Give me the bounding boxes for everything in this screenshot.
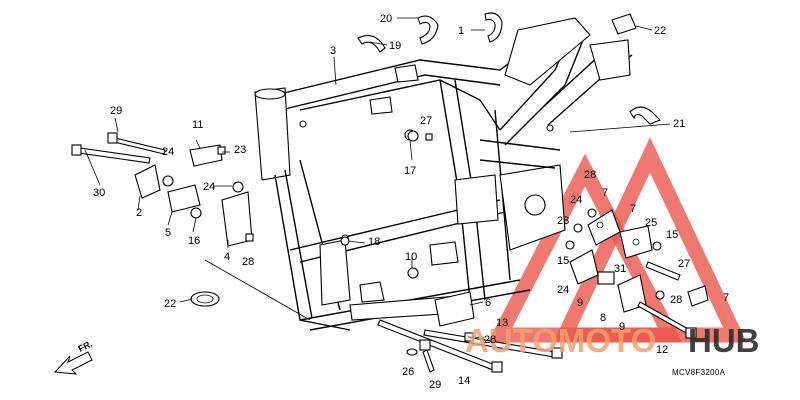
callout-5: 5 — [165, 227, 171, 239]
callout-2: 2 — [136, 207, 142, 219]
callout-9b: 9 — [619, 321, 625, 333]
callout-27b: 27 — [678, 258, 690, 270]
callout-11: 11 — [192, 119, 203, 131]
front-arrow-icon — [53, 351, 93, 375]
front-direction-label: FR. — [77, 339, 94, 354]
callout-20: 20 — [380, 13, 392, 25]
drawing-code: MCV8F3200A — [672, 368, 726, 377]
callout-26: 26 — [402, 366, 414, 378]
callout-6: 6 — [485, 297, 491, 309]
callout-7b: 7 — [630, 203, 636, 215]
callout-17: 17 — [404, 165, 416, 177]
callout-4: 4 — [224, 251, 230, 263]
watermark-text-hub: HUB — [688, 322, 760, 359]
callout-24c: 24 — [570, 194, 582, 206]
callout-28e: 28 — [242, 256, 254, 268]
callout-28c: 28 — [670, 294, 682, 306]
callout-14: 14 — [458, 375, 470, 387]
callout-29a: 29 — [110, 105, 122, 117]
top-clamps — [357, 12, 661, 142]
callout-28d: 28 — [484, 334, 496, 346]
callout-3: 3 — [330, 45, 336, 57]
watermark-text-automoto: AUTOMOTO — [465, 322, 656, 359]
callout-7c: 7 — [723, 292, 729, 304]
right-hardware — [565, 208, 709, 339]
callout-22a: 22 — [654, 25, 666, 37]
callout-27a: 27 — [420, 115, 432, 127]
callout-24d: 24 — [557, 284, 569, 296]
callout-7a: 7 — [602, 187, 608, 199]
callout-22b: 22 — [164, 298, 176, 310]
callout-1: 1 — [458, 25, 464, 37]
callout-24a: 24 — [162, 146, 174, 158]
callout-13: 13 — [496, 317, 508, 329]
callout-28b: 28 — [557, 215, 569, 227]
bottom-hardware — [340, 236, 563, 373]
callout-18: 18 — [368, 236, 380, 248]
callout-19: 19 — [389, 40, 401, 52]
callout-23: 23 — [234, 144, 246, 156]
front-direction-indicator: FR. — [53, 339, 94, 375]
leader-lines — [84, 17, 671, 339]
callout-31: 31 — [614, 263, 626, 275]
callout-30: 30 — [93, 187, 105, 199]
watermark-triangle-right — [553, 137, 747, 343]
callout-15a: 15 — [666, 229, 678, 241]
callout-12: 12 — [656, 344, 668, 356]
callout-9a: 9 — [577, 297, 583, 309]
frame-body — [254, 17, 633, 331]
callout-16: 16 — [188, 235, 200, 247]
callout-15b: 15 — [557, 255, 569, 267]
callout-labels: 1 2 3 4 5 6 7 7 7 8 9 9 10 11 12 13 14 1… — [93, 13, 729, 391]
callout-25: 25 — [645, 217, 657, 229]
callout-21: 21 — [673, 118, 685, 130]
watermark-text: AUTOMOTO HUB — [465, 322, 760, 359]
callout-29b: 29 — [429, 379, 441, 391]
callout-28a: 28 — [584, 169, 596, 181]
callout-10: 10 — [405, 251, 417, 263]
callout-8: 8 — [600, 312, 606, 324]
callout-24b: 24 — [203, 181, 215, 193]
left-hardware — [71, 132, 311, 321]
